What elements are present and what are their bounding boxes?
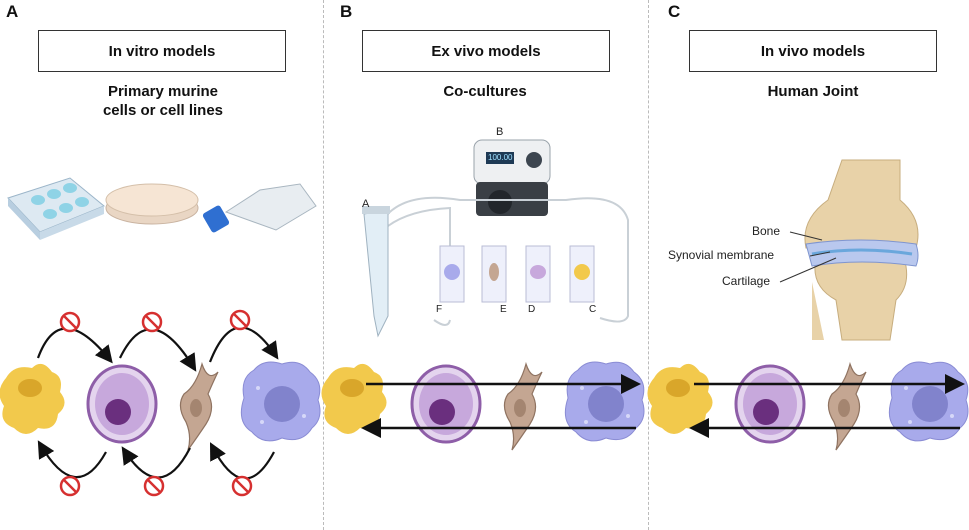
chamber-label-e: E	[500, 304, 507, 315]
knee-joint-icon	[804, 159, 919, 341]
chamber-c	[569, 245, 595, 303]
chamber-f	[439, 245, 465, 303]
panel-c-header: In vivo models	[689, 30, 937, 72]
no-entry-icon-1	[59, 311, 81, 333]
purple-cell-b	[410, 364, 482, 444]
pump-label: B	[496, 126, 504, 138]
panel-letter-a: A	[6, 2, 19, 21]
panel-c-subtitle: Human Joint	[767, 83, 859, 100]
no-entry-icon-2	[141, 311, 163, 333]
fibroblast-c	[827, 363, 867, 451]
blue-cell-a	[240, 361, 321, 442]
yellow-cell-c	[647, 363, 713, 434]
panel-a-subtitle-line1: Primary murine	[107, 83, 219, 100]
panel-a-subtitle-line2: cells or cell lines	[102, 102, 224, 119]
yellow-cell-b	[321, 363, 387, 434]
chamber-label-d: D	[528, 304, 536, 315]
tube-label: A	[362, 198, 370, 210]
panel-letter-c: C	[668, 2, 681, 21]
fibroblast-a	[179, 363, 219, 451]
purple-cell-c	[734, 364, 806, 444]
chamber-d	[525, 245, 551, 303]
panel-a-subtitle: Primary murine cells or cell lines	[88, 82, 238, 120]
panel-letter-b: B	[340, 2, 353, 21]
no-entry-icon-5	[143, 475, 165, 497]
yellow-cell-a	[0, 363, 65, 434]
bone-label: Bone	[752, 224, 781, 238]
no-entry-icon-4	[59, 475, 81, 497]
purple-cell-a	[86, 364, 158, 444]
joint-leader-lines	[779, 231, 837, 283]
panel-b-header: Ex vivo models	[362, 30, 610, 72]
falcon-tube-icon	[362, 206, 390, 338]
chamber-e	[481, 245, 507, 303]
peristaltic-pump-icon	[473, 139, 551, 216]
tubing	[379, 196, 629, 326]
panel-a-header: In vitro models	[38, 30, 286, 72]
panel-b-subtitle: Co-cultures	[443, 83, 527, 100]
petri-dish-icon	[105, 183, 199, 225]
pump-display: 100.00	[488, 153, 513, 162]
divider-a-b	[323, 0, 324, 530]
chamber-label-f: F	[436, 304, 443, 315]
no-entry-icon-3	[229, 309, 251, 331]
well-plate-icon	[7, 177, 105, 240]
co-culture-arrows-b	[361, 374, 641, 438]
fibroblast-b	[503, 363, 543, 451]
divider-b-c	[648, 0, 649, 530]
chamber-label-c: C	[589, 304, 597, 315]
synovial-membrane-label: Synovial membrane	[668, 248, 775, 262]
cartilage-label: Cartilage	[722, 274, 771, 288]
culture-flask-icon	[202, 183, 317, 233]
no-entry-icon-6	[231, 475, 253, 497]
co-culture-arrows-c	[689, 374, 965, 438]
